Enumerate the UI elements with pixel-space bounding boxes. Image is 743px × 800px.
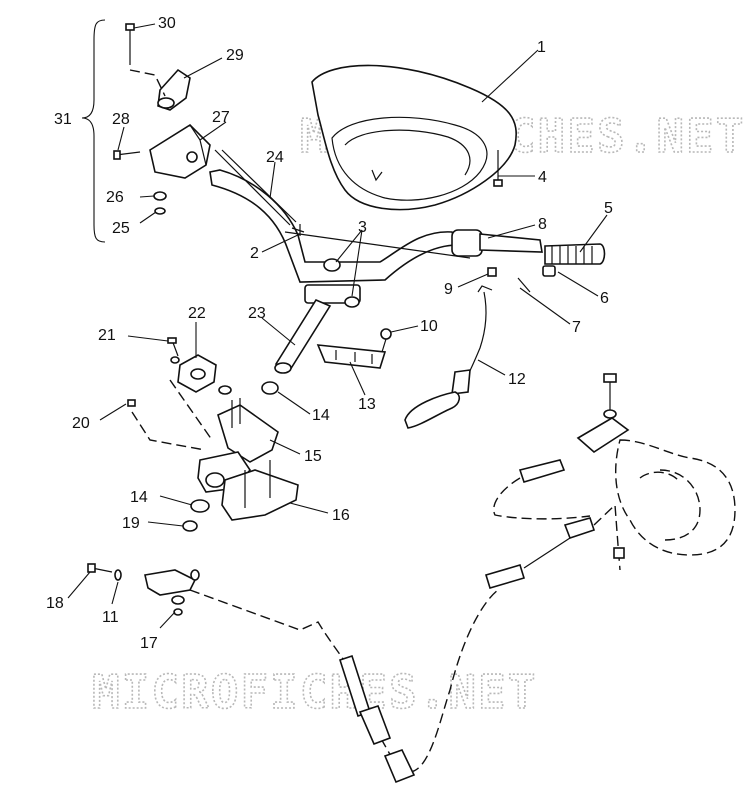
callout-25: 25 — [112, 220, 130, 237]
screw-21 — [167, 337, 179, 357]
callout-7: 7 — [572, 319, 581, 336]
callout-15: 15 — [304, 448, 322, 465]
cable-end-lower — [484, 503, 625, 589]
callout-18: 18 — [46, 595, 64, 612]
cable-end-upper — [493, 459, 591, 520]
callout-8: 8 — [538, 216, 547, 233]
axis-line-22 — [169, 379, 213, 441]
callout-1: 1 — [537, 39, 546, 56]
mount-plate — [170, 354, 232, 395]
callout-19: 19 — [122, 515, 140, 532]
callout-28: 28 — [112, 111, 130, 128]
bushing-14-bottom — [190, 499, 210, 513]
brace-31 — [81, 19, 106, 243]
steering-post — [274, 298, 332, 374]
callout-9: 9 — [444, 281, 453, 298]
watermark-bottom: MICROFICHES.NET — [92, 665, 537, 719]
cable-adjuster — [338, 654, 416, 784]
steering-bracket-15 — [217, 398, 279, 463]
callout-5: 5 — [604, 200, 613, 217]
callout-2: 2 — [250, 245, 259, 262]
callout-29: 29 — [226, 47, 244, 64]
bushing-14-top — [261, 381, 279, 395]
callout-6: 6 — [600, 290, 609, 307]
callout-3: 3 — [358, 219, 367, 236]
callout-12: 12 — [508, 371, 526, 388]
callout-11: 11 — [102, 609, 119, 626]
screw-9 — [487, 267, 497, 277]
callout-24: 24 — [266, 149, 284, 166]
callout-4: 4 — [538, 169, 547, 186]
callout-27: 27 — [212, 109, 230, 126]
callout-22: 22 — [188, 305, 206, 322]
callout-21: 21 — [98, 327, 116, 344]
callout-labels: 1 2 3 4 5 6 7 8 9 10 11 12 13 14 14 15 1… — [46, 15, 613, 652]
callout-10: 10 — [420, 318, 438, 335]
throttle-lever-assembly — [113, 23, 211, 215]
callout-23: 23 — [248, 305, 266, 322]
callout-17: 17 — [140, 635, 158, 652]
callout-20: 20 — [72, 415, 90, 432]
nut-20 — [127, 399, 136, 407]
callout-31: 31 — [54, 111, 72, 128]
callout-16: 16 — [332, 507, 350, 524]
callout-14-bottom: 14 — [130, 489, 148, 506]
bracket-13 — [316, 344, 387, 369]
axis-line-20 — [131, 411, 206, 451]
callout-30: 30 — [158, 15, 176, 32]
grip-end-plug — [542, 265, 556, 277]
callout-14-top: 14 — [312, 407, 330, 424]
washer-11 — [114, 569, 122, 581]
throttle-housing — [451, 229, 543, 257]
screw-10 — [380, 328, 392, 353]
bolt-18 — [87, 563, 113, 573]
screw-7 — [517, 277, 531, 293]
tether-switch — [404, 285, 493, 429]
hand-grip — [544, 243, 606, 265]
throttle-cable-route — [189, 589, 499, 773]
handlebar-clamp — [304, 258, 361, 308]
washer-19 — [182, 520, 198, 532]
carburetor — [615, 439, 736, 556]
callout-13: 13 — [358, 396, 376, 413]
callout-26: 26 — [106, 189, 124, 206]
handlebar-pad — [311, 64, 517, 211]
leader-lines — [67, 23, 608, 629]
link-arm-17 — [144, 569, 200, 616]
steering-bracket-16 — [221, 460, 299, 521]
carb-linkage-bolt — [576, 373, 630, 453]
bolt-4 — [493, 150, 503, 187]
